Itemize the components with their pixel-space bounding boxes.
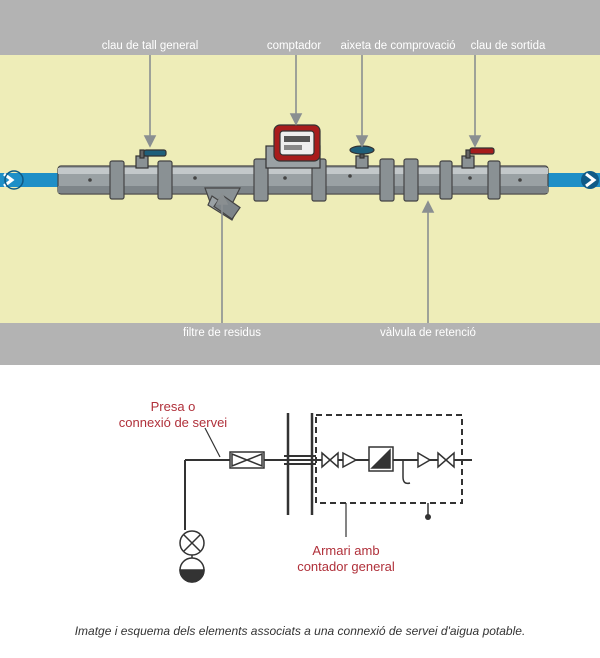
main-stop-valve <box>135 149 167 169</box>
water-inlet <box>0 170 64 190</box>
tap-point <box>425 514 431 520</box>
label-presa-line1: Presa o <box>151 399 196 414</box>
leader-lines-bottom <box>215 192 435 323</box>
label-valvula-retencio: vàlvula de retenció <box>380 327 476 339</box>
service-meter-symbol <box>179 530 205 583</box>
label-presa-line2: connexió de servei <box>119 415 228 430</box>
label-armari-line1: Armari amb <box>312 543 379 558</box>
main-pipe <box>57 165 549 195</box>
drain-symbol <box>402 460 411 485</box>
water-outlet <box>545 171 600 189</box>
service-connection-schematic: Presa o connexió de servei Armari amb co… <box>0 365 600 615</box>
label-comptador: comptador <box>267 40 322 52</box>
leader-lines-top <box>143 55 482 148</box>
check-tap <box>349 145 375 169</box>
bottom-band <box>0 323 600 365</box>
filter-symbol <box>229 451 265 469</box>
figure-caption: Imatge i esquema dels elements associats… <box>74 624 526 638</box>
label-clau-sortida: clau de sortida <box>471 40 546 52</box>
label-clau-tall-general: clau de tall general <box>102 40 199 52</box>
valve-symbols <box>321 446 455 472</box>
label-armari-line2: contador general <box>297 559 395 574</box>
pipe-couplings <box>109 158 501 202</box>
cabinet-dashed-box <box>315 414 463 504</box>
pipe-illustration: clau de tall general comptador aixeta de… <box>0 0 600 365</box>
label-filtre-residus: filtre de residus <box>183 327 261 339</box>
outlet-valve <box>461 147 495 169</box>
service-leader <box>204 427 221 458</box>
label-aixeta-comprovacio: aixeta de comprovació <box>340 40 455 52</box>
top-band <box>0 0 600 55</box>
water-meter <box>265 124 321 169</box>
pipe-bolts <box>88 174 522 182</box>
